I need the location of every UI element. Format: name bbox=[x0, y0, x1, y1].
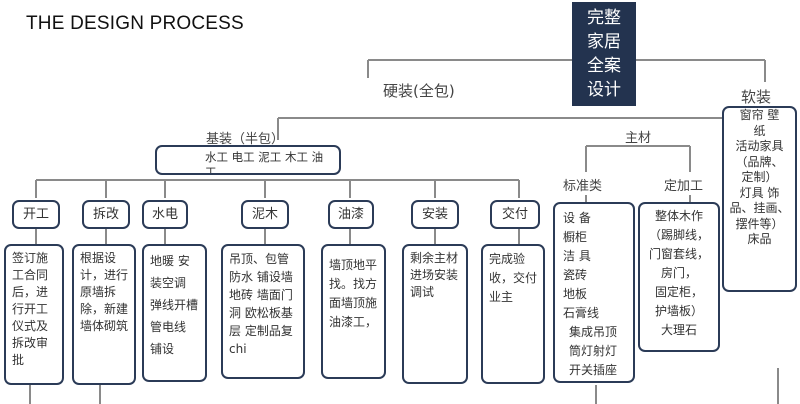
stage-desc-masonry: 吊顶、包管防水 铺设墙地砖 墙面门洞 欧松板基层 定制品复chi bbox=[221, 244, 305, 379]
standard-item: 石膏线 bbox=[563, 306, 600, 320]
root-line: 完整 bbox=[587, 8, 621, 28]
standard-label: 标准类 bbox=[563, 179, 603, 194]
custom-item: 门窗套线， bbox=[648, 247, 709, 261]
main-material-label: 主材 bbox=[625, 131, 652, 146]
standard-item: 瓷砖 bbox=[563, 268, 588, 282]
root-line: 家居 bbox=[587, 32, 621, 52]
stage-header-install: 安装 bbox=[411, 200, 459, 229]
root-line: 设计 bbox=[587, 80, 621, 100]
hardcover-label: 硬装(全包) bbox=[383, 82, 455, 100]
standard-item: 集成吊顶 bbox=[569, 325, 618, 339]
soft-furnishing-box: 窗帘 壁 纸 活动家具 （品牌、 定制） 灯具 饰 品、挂画、 摆件等） 床品 bbox=[722, 106, 797, 292]
standard-item: 筒灯射灯 bbox=[569, 344, 618, 358]
soft-item: 品、挂画、 bbox=[729, 201, 790, 215]
soft-item: 床品 bbox=[747, 232, 772, 246]
standard-item: 地板 bbox=[563, 287, 588, 301]
soft-item: 摆件等） bbox=[735, 216, 784, 231]
stage-header-painting: 油漆 bbox=[328, 200, 374, 229]
standard-item: 设 备 bbox=[563, 211, 591, 225]
soft-item: 灯具 饰 bbox=[739, 185, 780, 200]
basic-label: 基装（半包） bbox=[206, 132, 285, 147]
root-node: 完整 家居 全案 设计 bbox=[572, 2, 636, 106]
custom-materials-list: 整体木作 （踢脚线， 门窗套线， 房门， 固定柜， 护墙板） 大理石 bbox=[640, 204, 718, 343]
standard-item: 开关插座 bbox=[569, 363, 618, 377]
custom-item: 护墙板） bbox=[654, 304, 703, 318]
custom-item: 房门， bbox=[660, 266, 697, 280]
stage-desc-text: 完成验收，交付业主 bbox=[489, 252, 538, 304]
standard-materials-box: 设 备 橱柜 洁 具 瓷砖 地板 石膏线 集成吊顶 筒灯射灯 开关插座 bbox=[553, 202, 635, 383]
page-title: THE DESIGN PROCESS bbox=[26, 13, 244, 34]
standard-item: 橱柜 bbox=[563, 230, 588, 244]
stage-desc-start: 签订施工合同后，进行开工仪式及拆改审批 bbox=[4, 244, 64, 385]
root-line: 全案 bbox=[587, 56, 621, 76]
soft-item: 定制） bbox=[741, 170, 778, 184]
stage-desc-text: 根据设计，进行原墙拆除，新建墙体砌筑 bbox=[80, 251, 129, 333]
soft-item: 纸 bbox=[753, 123, 766, 138]
stage-header-demolition: 拆改 bbox=[82, 200, 130, 229]
soft-item: （品牌、 bbox=[735, 154, 784, 169]
custom-item: 固定柜， bbox=[654, 285, 703, 299]
stage-desc-demolition: 根据设计，进行原墙拆除，新建墙体砌筑 bbox=[72, 244, 136, 385]
custom-item: 整体木作 bbox=[654, 209, 703, 223]
stage-desc-painting: 墙顶地平找。找方面墙顶施油漆工， bbox=[321, 244, 386, 379]
stage-desc-plumbing: 地暖 安装空调 弹线开槽 管电线 铺设 bbox=[142, 244, 207, 382]
stage-desc-text: 墙顶地平找。找方面墙顶施油漆工， bbox=[329, 258, 378, 329]
custom-item: （踢脚线， bbox=[648, 228, 709, 242]
stage-header-plumbing: 水电 bbox=[142, 200, 188, 229]
stage-desc-text: 签订施工合同后，进行开工仪式及拆改审批 bbox=[12, 251, 49, 367]
stage-header-masonry: 泥木 bbox=[241, 200, 289, 229]
stage-desc-text: 剩余主材进场安装调试 bbox=[410, 251, 459, 299]
custom-materials-box: 整体木作 （踢脚线， 门窗套线， 房门， 固定柜， 护墙板） 大理石 bbox=[638, 202, 720, 352]
soft-furnishing-list: 窗帘 壁 纸 活动家具 （品牌、 定制） 灯具 饰 品、挂画、 摆件等） 床品 bbox=[724, 108, 795, 251]
stage-desc-text: 地暖 安装空调 弹线开槽 管电线 铺设 bbox=[150, 254, 199, 356]
stage-desc-install: 剩余主材进场安装调试 bbox=[402, 244, 468, 384]
custom-label: 定加工 bbox=[664, 179, 704, 194]
custom-item: 大理石 bbox=[660, 323, 697, 337]
standard-materials-list: 设 备 橱柜 洁 具 瓷砖 地板 石膏线 集成吊顶 筒灯射灯 开关插座 bbox=[555, 204, 633, 380]
stage-header-start: 开工 bbox=[12, 200, 60, 229]
softcover-label: 软装 bbox=[741, 88, 772, 106]
stage-desc-delivery: 完成验收，交付业主 bbox=[481, 244, 545, 384]
stage-desc-text: 吊顶、包管防水 铺设墙地砖 墙面门洞 欧松板基层 定制品复chi bbox=[229, 252, 293, 356]
standard-item: 洁 具 bbox=[563, 249, 591, 263]
stage-header-delivery: 交付 bbox=[490, 200, 540, 229]
basic-items-box: 水工 电工 泥工 木工 油工 bbox=[155, 145, 341, 175]
soft-item: 活动家具 bbox=[735, 139, 784, 153]
soft-item: 窗帘 壁 bbox=[739, 108, 780, 122]
basic-items-text: 水工 电工 泥工 木工 油工 bbox=[205, 150, 324, 175]
